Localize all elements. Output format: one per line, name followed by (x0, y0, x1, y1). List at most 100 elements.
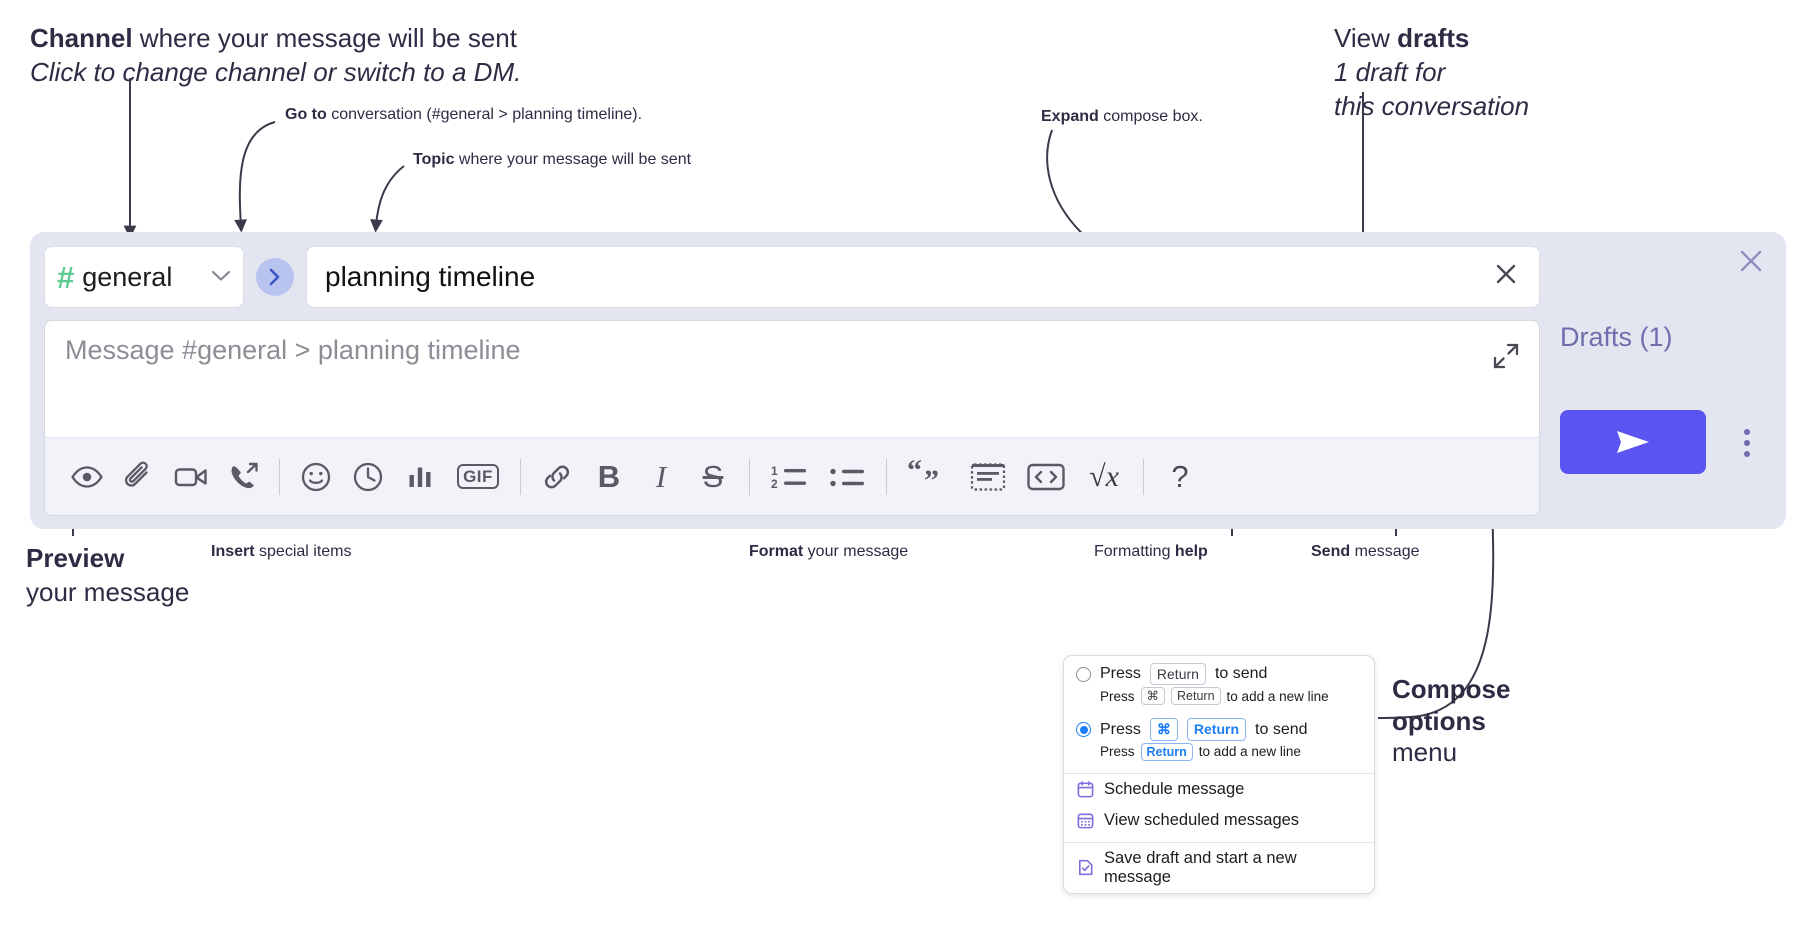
annotation-drafts: View drafts 1 draft for this conversatio… (1334, 22, 1529, 123)
menu-item-label: Save draft and start a new message (1104, 848, 1297, 886)
topic-input[interactable]: planning timeline (306, 246, 1540, 308)
drafts-link[interactable]: Drafts (1) (1560, 322, 1673, 352)
chevron-down-icon (211, 266, 231, 288)
bold-icon[interactable]: B (583, 451, 635, 503)
channel-name: general (82, 261, 173, 292)
annotation-compose-options-l1: Compose (1392, 674, 1511, 704)
radio-prefix: Press (1100, 720, 1141, 738)
send-icon (1617, 431, 1649, 453)
audio-huddle-icon[interactable] (217, 451, 269, 503)
svg-text:2: 2 (771, 477, 778, 491)
key-return: Return (1171, 687, 1221, 706)
math-icon[interactable]: √x (1075, 451, 1133, 503)
compose-options-menu: Press Return to send Press ⌘ Return to a… (1063, 655, 1375, 894)
annotation-topic-bold: Topic (413, 151, 455, 168)
preview-icon[interactable] (61, 451, 113, 503)
annotation-help: Formatting help (1094, 542, 1208, 563)
annotation-send: Send message (1311, 542, 1420, 563)
annotation-format: Format your message (749, 542, 908, 563)
annotation-expand-bold: Expand (1041, 108, 1099, 125)
annotation-channel-sub: Click to change channel or switch to a D… (30, 56, 522, 87)
expand-icon[interactable] (1491, 341, 1521, 371)
toolbar-separator (279, 458, 280, 495)
close-icon[interactable] (1491, 259, 1521, 295)
sub-suffix: to add a new line (1198, 744, 1301, 760)
toolbar-separator (886, 458, 887, 495)
blockquote-icon[interactable]: “ ” (897, 451, 959, 503)
annotation-drafts-sub2: this conversation (1334, 90, 1530, 121)
message-composer[interactable]: Message #general > planning timeline (44, 320, 1540, 516)
annotation-format-rest: your message (803, 543, 909, 560)
formatting-toolbar: GIF B I (45, 437, 1539, 515)
bulleted-list-icon[interactable] (818, 451, 876, 503)
send-button[interactable] (1560, 410, 1706, 474)
compose-options-button[interactable] (1732, 420, 1762, 466)
gif-icon[interactable]: GIF (446, 451, 510, 503)
ordered-list-icon[interactable]: 1 2 (760, 451, 818, 503)
radio-unselected-icon[interactable] (1076, 666, 1091, 682)
help-label: ? (1171, 458, 1189, 494)
calendar-icon (1076, 780, 1095, 799)
hash-icon: # (57, 259, 75, 295)
close-icon[interactable] (1736, 246, 1766, 282)
sub-suffix: to add a new line (1226, 688, 1329, 704)
annotation-compose-options-l3: menu (1392, 737, 1458, 768)
annotation-goto-bold: Go to (285, 106, 327, 123)
menu-item-save-draft[interactable]: Save draft and start a new message (1064, 843, 1374, 893)
code-block-icon[interactable] (959, 451, 1017, 503)
dot (1744, 429, 1750, 435)
key-command: ⌘ (1149, 718, 1178, 741)
menu-divider (1064, 772, 1374, 774)
compose-inner: # general planning timeline M (44, 246, 1540, 516)
annotation-preview: Preview your message (26, 542, 189, 610)
toolbar-separator (1143, 458, 1144, 495)
video-icon[interactable] (165, 451, 217, 503)
annotation-goto: Go to conversation (#general > planning … (285, 105, 642, 126)
annotation-insert-bold: Insert (211, 543, 255, 560)
annotation-preview-rest: your message (26, 576, 190, 607)
svg-text:1: 1 (771, 464, 778, 478)
strikethrough-icon[interactable]: S (687, 451, 739, 503)
menu-divider (1064, 841, 1374, 843)
link-icon[interactable] (531, 451, 583, 503)
gif-label: GIF (457, 464, 499, 489)
goto-conversation-button[interactable] (256, 258, 294, 296)
annotation-drafts-rest: View (1334, 23, 1398, 53)
strikethrough-label: S (702, 458, 724, 494)
channel-selector[interactable]: # general (44, 246, 244, 308)
toolbar-separator (749, 458, 750, 495)
poll-icon[interactable] (394, 451, 446, 503)
key-return: Return (1140, 742, 1193, 761)
menu-radio-cmd-return-to-send[interactable]: Press ⌘ Return to send (1064, 711, 1374, 741)
menu-radio-return-to-send[interactable]: Press Return to send (1064, 656, 1374, 686)
clock-icon[interactable] (342, 451, 394, 503)
annotation-channel: Channel where your message will be sent … (30, 22, 521, 90)
help-icon[interactable]: ? (1154, 451, 1206, 503)
menu-item-view-scheduled-messages[interactable]: View scheduled messages (1064, 805, 1374, 836)
menu-radio-cmd-return-sub: Press Return to add a new line (1064, 741, 1374, 767)
annotation-compose-options: Compose options menu (1392, 674, 1510, 769)
message-input[interactable]: Message #general > planning timeline (65, 335, 521, 365)
annotation-channel-rest: where your message will be sent (132, 23, 517, 53)
annotation-insert-rest: special items (254, 543, 352, 560)
annotation-insert: Insert special items (211, 542, 352, 563)
compose-right-panel: Drafts (1) (1560, 232, 1786, 529)
menu-item-schedule-message[interactable]: Schedule message (1064, 774, 1374, 805)
annotation-drafts-bold: drafts (1397, 23, 1470, 53)
code-icon[interactable] (1017, 451, 1075, 503)
radio-selected-icon[interactable] (1076, 722, 1091, 738)
save-draft-icon (1076, 858, 1095, 877)
annotation-topic: Topic where your message will be sent (413, 150, 691, 171)
menu-item-label: View scheduled messages (1104, 810, 1300, 829)
chevron-right-icon (269, 268, 280, 286)
annotation-expand-rest: compose box. (1098, 108, 1203, 125)
key-return: Return (1186, 718, 1247, 741)
annotation-channel-bold: Channel (30, 23, 133, 53)
italic-icon[interactable]: I (635, 451, 687, 503)
sub-prefix: Press (1100, 744, 1135, 760)
annotation-topic-rest: where your message will be sent (454, 151, 692, 168)
attachment-icon[interactable] (113, 451, 165, 503)
emoji-icon[interactable] (290, 451, 342, 503)
menu-item-label: Schedule message (1104, 779, 1245, 798)
bold-label: B (597, 458, 621, 494)
